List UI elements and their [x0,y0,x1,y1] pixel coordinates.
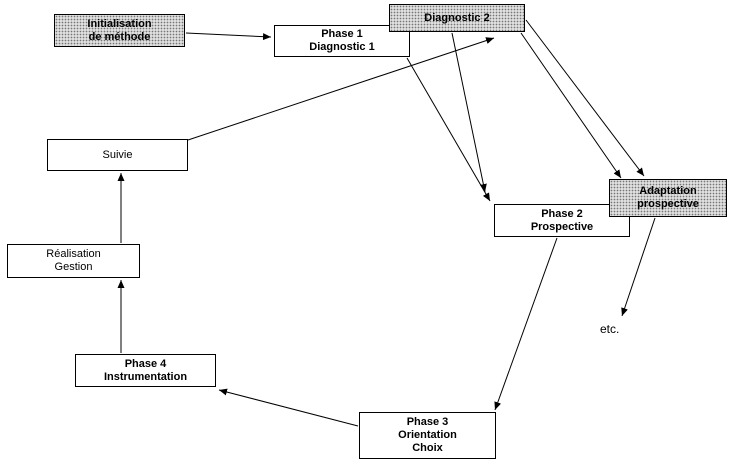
arrow-diagnostic2-to-adaptation-2 [525,19,645,177]
label-etc: etc. [600,322,620,336]
node-initialisation-de-methode: Initialisation de méthode [54,14,185,47]
node-initialisation-label-1: Initialisation [87,17,152,30]
arrow-phase2-to-phase3 [494,237,558,411]
node-phase1-label-1: Phase 1 [321,28,363,40]
arrow-diagnostic2-to-adaptation-1 [520,32,622,179]
node-adaptation-prospective: Adaptation prospective [609,179,727,217]
node-phase4-label-1: Phase 4 [124,357,167,370]
node-phase4-label-2: Instrumentation [103,370,188,383]
node-realisation-label-1: Réalisation [46,248,101,260]
node-phase2-label-1: Phase 2 [541,207,583,220]
node-adaptation-label-2: prospective [637,198,699,210]
node-diagnostic2: Diagnostic 2 [389,4,525,32]
node-realisation-gestion: Réalisation Gestion [7,244,140,278]
node-phase3-label-2: Orientation [398,429,457,441]
node-phase3-orientation-choix: Phase 3 Orientation Choix [359,412,496,459]
node-phase3-label-1: Phase 3 [406,416,449,428]
node-diagnostic2-label-1: Diagnostic 2 [424,11,490,24]
arrow-diagnostic2-to-phase2 [451,32,487,193]
arrow-adaptation-to-etc [621,217,656,317]
node-phase4-instrumentation: Phase 4 Instrumentation [75,354,216,387]
node-phase3-label-3: Choix [412,442,443,454]
node-phase2-prospective: Phase 2 Prospective [494,204,630,237]
arrow-initialisation-to-phase1 [185,32,272,41]
node-initialisation-label-2: de méthode [88,30,151,43]
node-suivie: Suivie [47,139,188,171]
node-phase1-label-2: Diagnostic 1 [309,41,375,53]
node-realisation-label-2: Gestion [54,261,93,273]
node-phase1-diagnostic1: Phase 1 Diagnostic 1 [274,25,410,57]
node-adaptation-label-1: Adaptation [639,185,697,197]
arrow-suivie-to-diagnostic2 [187,37,495,141]
arrow-phase3-to-phase4 [218,388,359,427]
arrow-phase1-to-phase2 [406,57,491,202]
node-phase2-label-2: Prospective [530,220,594,233]
node-suivie-label-1: Suivie [102,148,133,161]
